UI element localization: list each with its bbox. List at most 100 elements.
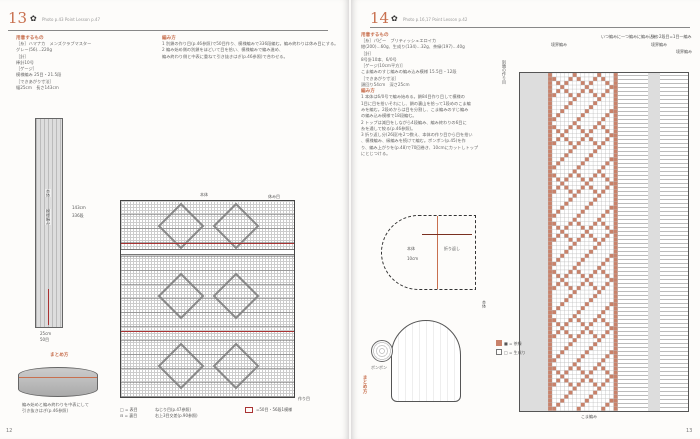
chart-cell	[601, 209, 606, 214]
chart-cell	[572, 245, 577, 251]
chart-cell	[568, 213, 573, 218]
chart-cell	[568, 253, 573, 259]
chart-cell	[556, 386, 561, 391]
chart-cell	[556, 137, 561, 142]
chart-cell	[605, 201, 610, 206]
chart-cell	[548, 113, 553, 118]
chart-cell	[572, 80, 577, 86]
chart-cell	[609, 261, 614, 267]
chart-cell	[592, 289, 598, 295]
chart-cell	[601, 342, 606, 347]
chart-cell	[601, 289, 606, 295]
chart-cell	[580, 141, 586, 146]
chart-cell	[580, 125, 586, 130]
chart-cell	[551, 354, 557, 359]
chart-cell	[609, 145, 614, 150]
chart-cell	[564, 253, 569, 259]
chart-cell	[601, 362, 606, 367]
chart-cell	[551, 378, 557, 383]
chart-cell	[605, 326, 610, 331]
chart-cell	[601, 346, 606, 351]
chart-cell	[548, 289, 553, 295]
chart-cell	[560, 241, 565, 247]
chart-cell	[556, 342, 561, 347]
chart-cell	[592, 129, 598, 134]
chart-cell	[556, 310, 561, 315]
chart-cell	[592, 406, 598, 411]
chart-cell	[609, 402, 614, 407]
chart-cell	[551, 362, 557, 367]
chart-cell	[568, 113, 573, 118]
diamond-motif	[212, 272, 260, 320]
chart-cell	[613, 406, 618, 411]
chart-cell	[601, 129, 606, 134]
chart-cell	[551, 125, 557, 130]
chart-cell	[556, 161, 561, 166]
chart-cell	[551, 301, 557, 307]
chart-cell	[588, 137, 594, 142]
chart-cell	[609, 318, 614, 323]
chart-cell	[564, 277, 569, 283]
chart-cell	[568, 334, 573, 339]
chart-cell	[551, 73, 557, 78]
chart-cell	[560, 289, 565, 295]
chart-cell	[605, 249, 610, 255]
chart-cell	[564, 366, 569, 371]
chart-cell	[551, 322, 557, 327]
hat-flat-diagram: 本体 折り返し 10cm	[381, 215, 476, 290]
chart-cell	[576, 197, 581, 202]
chart-cell	[601, 310, 606, 315]
chart-cell	[556, 217, 561, 222]
chart-cell	[584, 297, 590, 303]
chart-cell	[584, 293, 590, 299]
method-line: 1 別鎖の作り目(p.46参照)で50目作り、模様編みで336段編む。編み終わり…	[162, 41, 339, 46]
chart-cell	[564, 141, 569, 146]
chart-cell	[551, 161, 557, 166]
chart-cell	[580, 314, 586, 319]
chart-cell	[584, 173, 590, 178]
chart-cell	[601, 358, 606, 363]
chart-cell	[568, 233, 573, 238]
chart-cell	[592, 149, 598, 154]
materials-line: こま編みのすじ編みの編み込み模様 15.5目・12段	[361, 69, 457, 75]
chart-cell	[556, 269, 561, 275]
photo-ref: Photo p.16,17 Point Lesson p.42	[403, 17, 468, 22]
chart-cell	[568, 265, 573, 271]
chart-cell	[568, 289, 573, 295]
chart-cell	[576, 406, 581, 411]
chart-cell	[597, 169, 602, 174]
chart-cell	[597, 181, 602, 186]
diamond-motif	[212, 342, 260, 390]
chart-cell	[572, 310, 577, 315]
chart-cell	[580, 157, 586, 162]
chart-cell	[568, 185, 573, 190]
chart-cell	[580, 310, 586, 315]
chart-cell	[592, 153, 598, 158]
chart-cell	[556, 370, 561, 375]
chart-cell	[592, 105, 598, 110]
chart-cell	[551, 366, 557, 371]
chart-cell	[568, 281, 573, 287]
chart-cell	[601, 177, 606, 182]
pompom-icon	[371, 340, 393, 362]
top-label: 境界編み	[676, 49, 692, 54]
chart-cell	[548, 197, 553, 202]
chart-cell	[576, 249, 581, 255]
chart-cell	[560, 257, 565, 263]
chart-cell	[568, 73, 573, 78]
chart-cell	[568, 193, 573, 198]
chart-cell	[605, 334, 610, 339]
chart-cell	[576, 121, 581, 126]
chart-cell	[548, 322, 553, 327]
chart-cell	[588, 225, 594, 230]
chart-cell	[605, 73, 610, 78]
chart-cell	[584, 289, 590, 295]
chart-cell	[588, 109, 594, 114]
chart-cell	[597, 406, 602, 411]
chart-cell	[548, 245, 553, 251]
chart-cell	[584, 241, 590, 247]
chart-cell	[548, 342, 553, 347]
chart-cell	[560, 297, 565, 303]
chart-cell	[605, 113, 610, 118]
chart-cell	[564, 157, 569, 162]
